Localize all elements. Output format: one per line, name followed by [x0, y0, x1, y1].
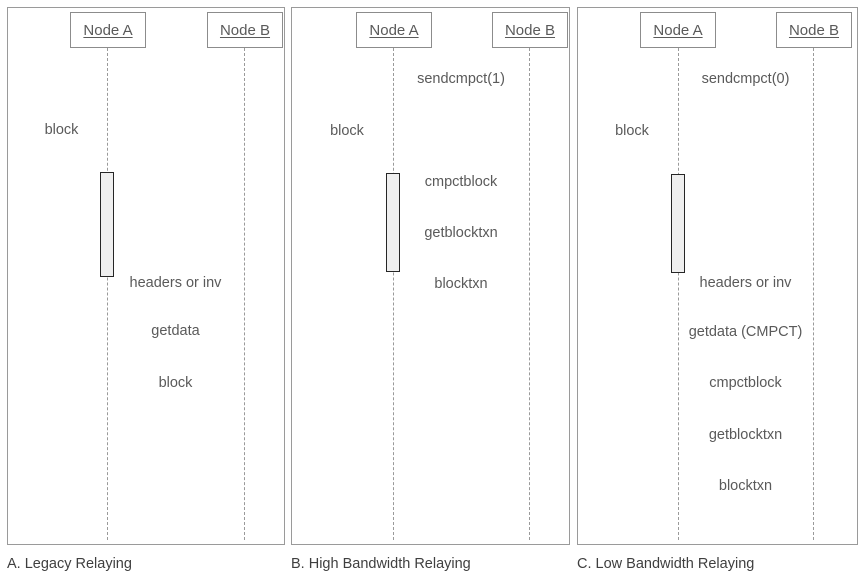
panel-caption-panel-a: A. Legacy Relaying — [7, 556, 132, 572]
message-label-panel-c-0: sendcmpct(0) — [701, 71, 790, 87]
message-label-panel-b-0: sendcmpct(1) — [417, 71, 505, 87]
actor-box-a-panel-a[interactable]: Node A — [70, 12, 146, 48]
actor-label-a: Node A — [83, 21, 133, 39]
message-label-panel-c-5: blocktxn — [718, 478, 773, 494]
external-message-label-panel-c: block — [615, 123, 649, 139]
message-label-panel-a-2: block — [158, 375, 193, 391]
message-label-panel-b-2: getblocktxn — [424, 225, 498, 241]
message-label-panel-c-3: cmpctblock — [709, 375, 782, 391]
panel-frame-panel-b — [291, 7, 570, 545]
lifeline-b-panel-a — [244, 48, 245, 540]
actor-box-a-panel-c[interactable]: Node A — [640, 12, 716, 48]
message-label-panel-b-3: blocktxn — [434, 276, 488, 292]
message-label-panel-c-1: headers or inv — [699, 275, 792, 291]
actor-box-a-panel-b[interactable]: Node A — [356, 12, 432, 48]
external-message-label-panel-b: block — [330, 123, 364, 139]
lifeline-a-panel-a — [107, 48, 108, 540]
actor-label-a: Node A — [369, 21, 419, 39]
actor-label-a: Node A — [653, 21, 703, 39]
activation-bar-panel-b — [386, 173, 400, 272]
actor-label-b: Node B — [219, 21, 271, 39]
message-label-panel-b-1: cmpctblock — [424, 174, 498, 190]
actor-box-b-panel-a[interactable]: Node B — [207, 12, 283, 48]
external-message-label-panel-a: block — [44, 122, 79, 138]
panel-frame-panel-a — [7, 7, 285, 545]
message-label-panel-a-0: headers or inv — [129, 275, 222, 291]
panel-frame-panel-c — [577, 7, 858, 545]
actor-box-b-panel-c[interactable]: Node B — [776, 12, 852, 48]
lifeline-a-panel-c — [678, 48, 679, 540]
panel-caption-panel-c: C. Low Bandwidth Relaying — [577, 556, 755, 572]
lifeline-b-panel-b — [529, 48, 530, 540]
lifeline-a-panel-b — [393, 48, 394, 540]
message-label-panel-c-2: getdata (CMPCT) — [688, 324, 803, 340]
actor-label-b: Node B — [504, 21, 556, 39]
message-label-panel-c-4: getblocktxn — [708, 427, 783, 443]
activation-bar-panel-a — [100, 172, 114, 277]
actor-label-b: Node B — [788, 21, 840, 39]
lifeline-b-panel-c — [813, 48, 814, 540]
message-label-panel-a-1: getdata — [151, 323, 200, 339]
activation-bar-panel-c — [671, 174, 685, 273]
actor-box-b-panel-b[interactable]: Node B — [492, 12, 568, 48]
panel-caption-panel-b: B. High Bandwidth Relaying — [291, 556, 471, 572]
